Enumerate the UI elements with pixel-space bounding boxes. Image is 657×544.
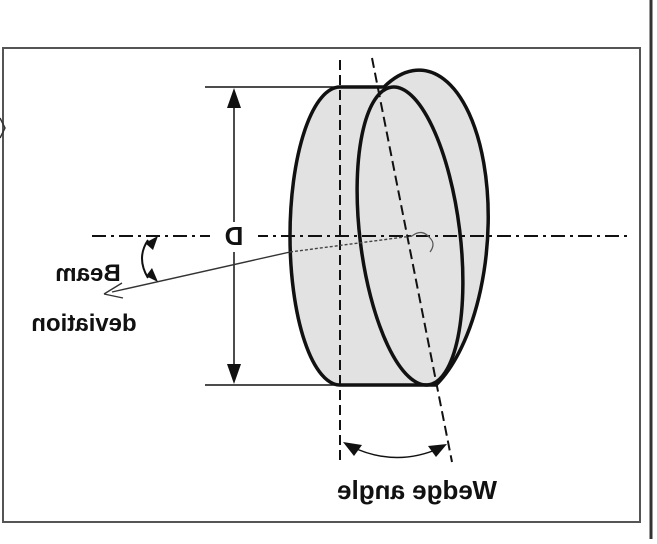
diagram-frame — [2, 47, 641, 523]
deviation-arc-arrow-top — [145, 236, 158, 250]
edge-glyph — [0, 117, 6, 139]
beam-exit-mark — [411, 231, 434, 253]
svg-text:Beam: Beam — [55, 260, 120, 287]
dimension-arrow-bottom — [227, 364, 241, 384]
wedge-axis-dashed — [371, 57, 453, 463]
wedge-angle-arc — [349, 445, 441, 459]
wedge-arc-arrow-left — [343, 442, 362, 456]
svg-text:deviation: deviation — [31, 310, 136, 337]
dimension-label-bg — [210, 222, 258, 252]
svg-text:D: D — [225, 221, 244, 251]
beam-label: Beam — [55, 260, 120, 287]
deviated-beam — [111, 251, 291, 293]
beam-inside-prism — [289, 235, 413, 253]
beam-arrowhead — [103, 282, 124, 299]
deviation-arc-arrow-bottom — [146, 268, 158, 282]
wedge-angle-label: Wedge angle — [337, 475, 497, 505]
deviation-label: deviation — [31, 310, 136, 337]
svg-text:Wedge angle: Wedge angle — [337, 475, 497, 505]
dimension-arrow-top — [227, 88, 241, 108]
wedge-arc-arrow-right — [428, 444, 447, 457]
dimension-label: D — [225, 221, 244, 251]
deviation-arc — [141, 239, 149, 279]
